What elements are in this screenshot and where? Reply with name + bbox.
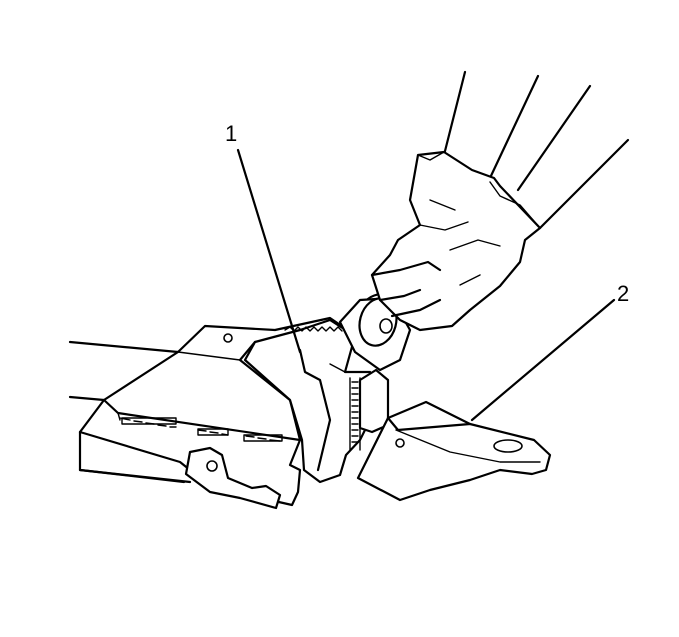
frame-rail xyxy=(68,316,357,510)
callout-2: 2 xyxy=(470,281,629,422)
callout-2-number: 2 xyxy=(617,281,629,306)
bracket-plate xyxy=(356,400,552,502)
gloved-hand-icon xyxy=(370,70,630,332)
callout-1: 1 xyxy=(225,121,302,354)
weld-bead-front xyxy=(119,417,283,442)
reinforcement-bracket xyxy=(243,318,390,484)
callout-1-number: 1 xyxy=(225,121,237,146)
